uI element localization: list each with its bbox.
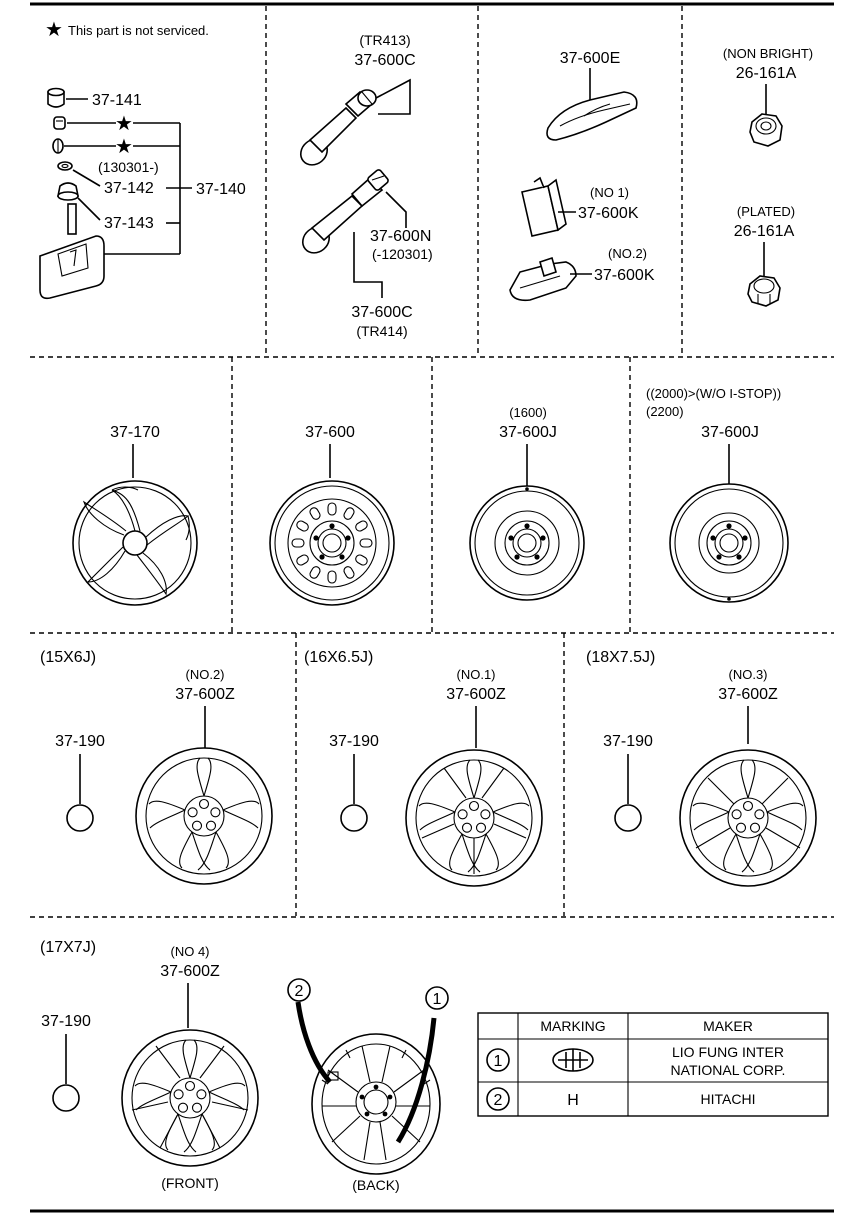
star-icon: ★ — [115, 136, 133, 158]
part-label-37-600: 37-600 — [305, 424, 355, 441]
table-row: 1 LIO FUNG INTER NATIONAL CORP. — [486, 1044, 786, 1078]
maker-name-line2: NATIONAL CORP. — [671, 1062, 786, 1078]
alloy-wheel-17x7j: (17X7J) 37-190 (NO 4) 37-600Z (FRONT) — [40, 939, 259, 1191]
alloy-wheel-18x7.5j: (18X7.5J) (NO.3) 37-600Z 37-190 — [586, 649, 817, 887]
a-note: (NO.2) — [186, 667, 225, 682]
part-label-37-600Z-no1: 37-600Z — [446, 686, 506, 703]
tpms-sensor-body — [39, 203, 105, 300]
part-label-37-142: 37-142 — [104, 180, 154, 197]
tpms-sensor-assembly: 37-141 ★ ★ (130301-) 37-142 37-140 — [39, 87, 246, 300]
center-cap-part — [52, 1084, 80, 1112]
spare-wheel-1600: (1600) 37-600J — [469, 405, 585, 601]
maker-name-line1: LIO FUNG INTER — [672, 1044, 784, 1060]
size-15x6j: (15X6J) — [40, 649, 96, 666]
callout-1: 1 — [425, 986, 449, 1010]
part-label-26-161A-nonbright: 26-161A — [736, 65, 797, 82]
valve-stems: (TR413) 37-600C 37-600N (-120301) 37-600… — [299, 32, 433, 339]
row-number: 1 — [494, 1053, 503, 1070]
star-note: This part is not serviced. — [68, 23, 209, 38]
k2-note: (NO.2) — [608, 246, 647, 261]
valve-stem-tr413 — [299, 89, 377, 166]
nonbright-note: (NON BRIGHT) — [723, 46, 813, 61]
nut-plated-part — [747, 275, 781, 307]
part-label-37-170: 37-170 — [110, 424, 160, 441]
tr414-note: (TR414) — [356, 323, 407, 339]
steel-wheel-37-600: 37-600 — [269, 424, 395, 606]
part-label-37-600K-no1: 37-600K — [578, 205, 639, 222]
spare2-note-1: ((2000)>(W/O I-STOP)) — [646, 386, 781, 401]
front-label: (FRONT) — [161, 1175, 219, 1191]
marking-h: H — [567, 1092, 579, 1109]
wheel-nuts: (NON BRIGHT) 26-161A (PLATED) 26-161A — [723, 46, 813, 307]
header-maker: MAKER — [703, 1018, 753, 1034]
size-17x7j: (17X7J) — [40, 939, 96, 956]
alloy-wheel-16x6.5j: (16X6.5J) (NO.1) 37-600Z 37-190 — [304, 649, 543, 887]
balance-weights: 37-600E (NO 1) 37-600K (NO.2) 37-600K — [509, 50, 655, 302]
nut-nonbright-part — [749, 113, 783, 147]
back-label: (BACK) — [352, 1177, 399, 1193]
valve-stem-tr414 — [301, 169, 389, 254]
wheel-cap-37-170: 37-170 — [72, 424, 198, 606]
tr413-note: (TR413) — [359, 32, 410, 48]
part-label-37-600C-tr414: 37-600C — [351, 304, 412, 321]
part-label-37-600K-no2: 37-600K — [594, 267, 655, 284]
part-label-26-161A-plated: 26-161A — [734, 223, 795, 240]
size-16x6.5j: (16X6.5J) — [304, 649, 373, 666]
plated-note: (PLATED) — [737, 204, 795, 219]
part-label-37-600J-2000: 37-600J — [701, 424, 759, 441]
part-label-37-190-a: 37-190 — [55, 733, 105, 750]
valve-core-part — [53, 116, 66, 130]
part-label-37-600Z-no2: 37-600Z — [175, 686, 235, 703]
weight-no2-part — [509, 256, 577, 302]
part-label-37-190-c: 37-190 — [603, 733, 653, 750]
part-label-37-141: 37-141 — [92, 92, 142, 109]
row-number: 2 — [494, 1092, 503, 1109]
star-icon: ★ — [45, 19, 63, 41]
size-18x7.5j: (18X7.5J) — [586, 649, 655, 666]
maker-name: HITACHI — [701, 1091, 756, 1107]
part-label-37-143: 37-143 — [104, 215, 154, 232]
header-marking: MARKING — [540, 1018, 605, 1034]
grommet-part — [57, 182, 79, 201]
k1-note: (NO 1) — [590, 185, 629, 200]
part-label-37-190-d: 37-190 — [41, 1013, 91, 1030]
part-label-37-600Z-no4: 37-600Z — [160, 963, 220, 980]
seal-part — [52, 138, 64, 154]
part-label-37-600E: 37-600E — [560, 50, 621, 67]
sensor-cap-part — [47, 87, 65, 108]
alloy-wheel-back-view: (BACK) 2 1 — [287, 978, 449, 1193]
part-label-37-600J-1600: 37-600J — [499, 424, 557, 441]
spare2-note-2: (2200) — [646, 404, 684, 419]
part-label-37-600C-tr413: 37-600C — [354, 52, 415, 69]
weight-tape-part — [546, 91, 638, 141]
spare-wheel-2000: ((2000)>(W/O I-STOP)) (2200) 37-600J — [646, 386, 789, 603]
star-icon: ★ — [115, 113, 133, 135]
part-label-37-190-b: 37-190 — [329, 733, 379, 750]
center-cap-part — [340, 804, 368, 832]
callout-2-number: 2 — [295, 983, 304, 1000]
b-note: (NO.1) — [457, 667, 496, 682]
c-note: (NO.3) — [729, 667, 768, 682]
table-row: 2 H HITACHI — [486, 1087, 756, 1111]
star-legend: ★ This part is not serviced. — [45, 19, 209, 41]
center-cap-part — [66, 804, 94, 832]
callout-2: 2 — [287, 978, 311, 1002]
part-label-37-140: 37-140 — [196, 181, 246, 198]
lio-fung-logo-icon — [552, 1048, 594, 1072]
alloy-wheel-15x6j: (15X6J) (NO.2) 37-600Z 37-190 — [40, 649, 273, 885]
date-note: (130301-) — [98, 159, 159, 175]
d-note: (NO 4) — [171, 944, 210, 959]
spare1-note: (1600) — [509, 405, 547, 420]
maker-table: MARKING MAKER 1 LIO FUNG INTER NATIONAL … — [477, 1012, 829, 1117]
center-cap-part — [614, 804, 642, 832]
part-label-37-600Z-no3: 37-600Z — [718, 686, 778, 703]
callout-1-number: 1 — [433, 991, 442, 1008]
weight-no1-part — [521, 176, 567, 237]
part-label-37-600N: 37-600N — [370, 228, 431, 245]
n-date-note: (-120301) — [372, 246, 433, 262]
washer-part — [57, 161, 73, 171]
